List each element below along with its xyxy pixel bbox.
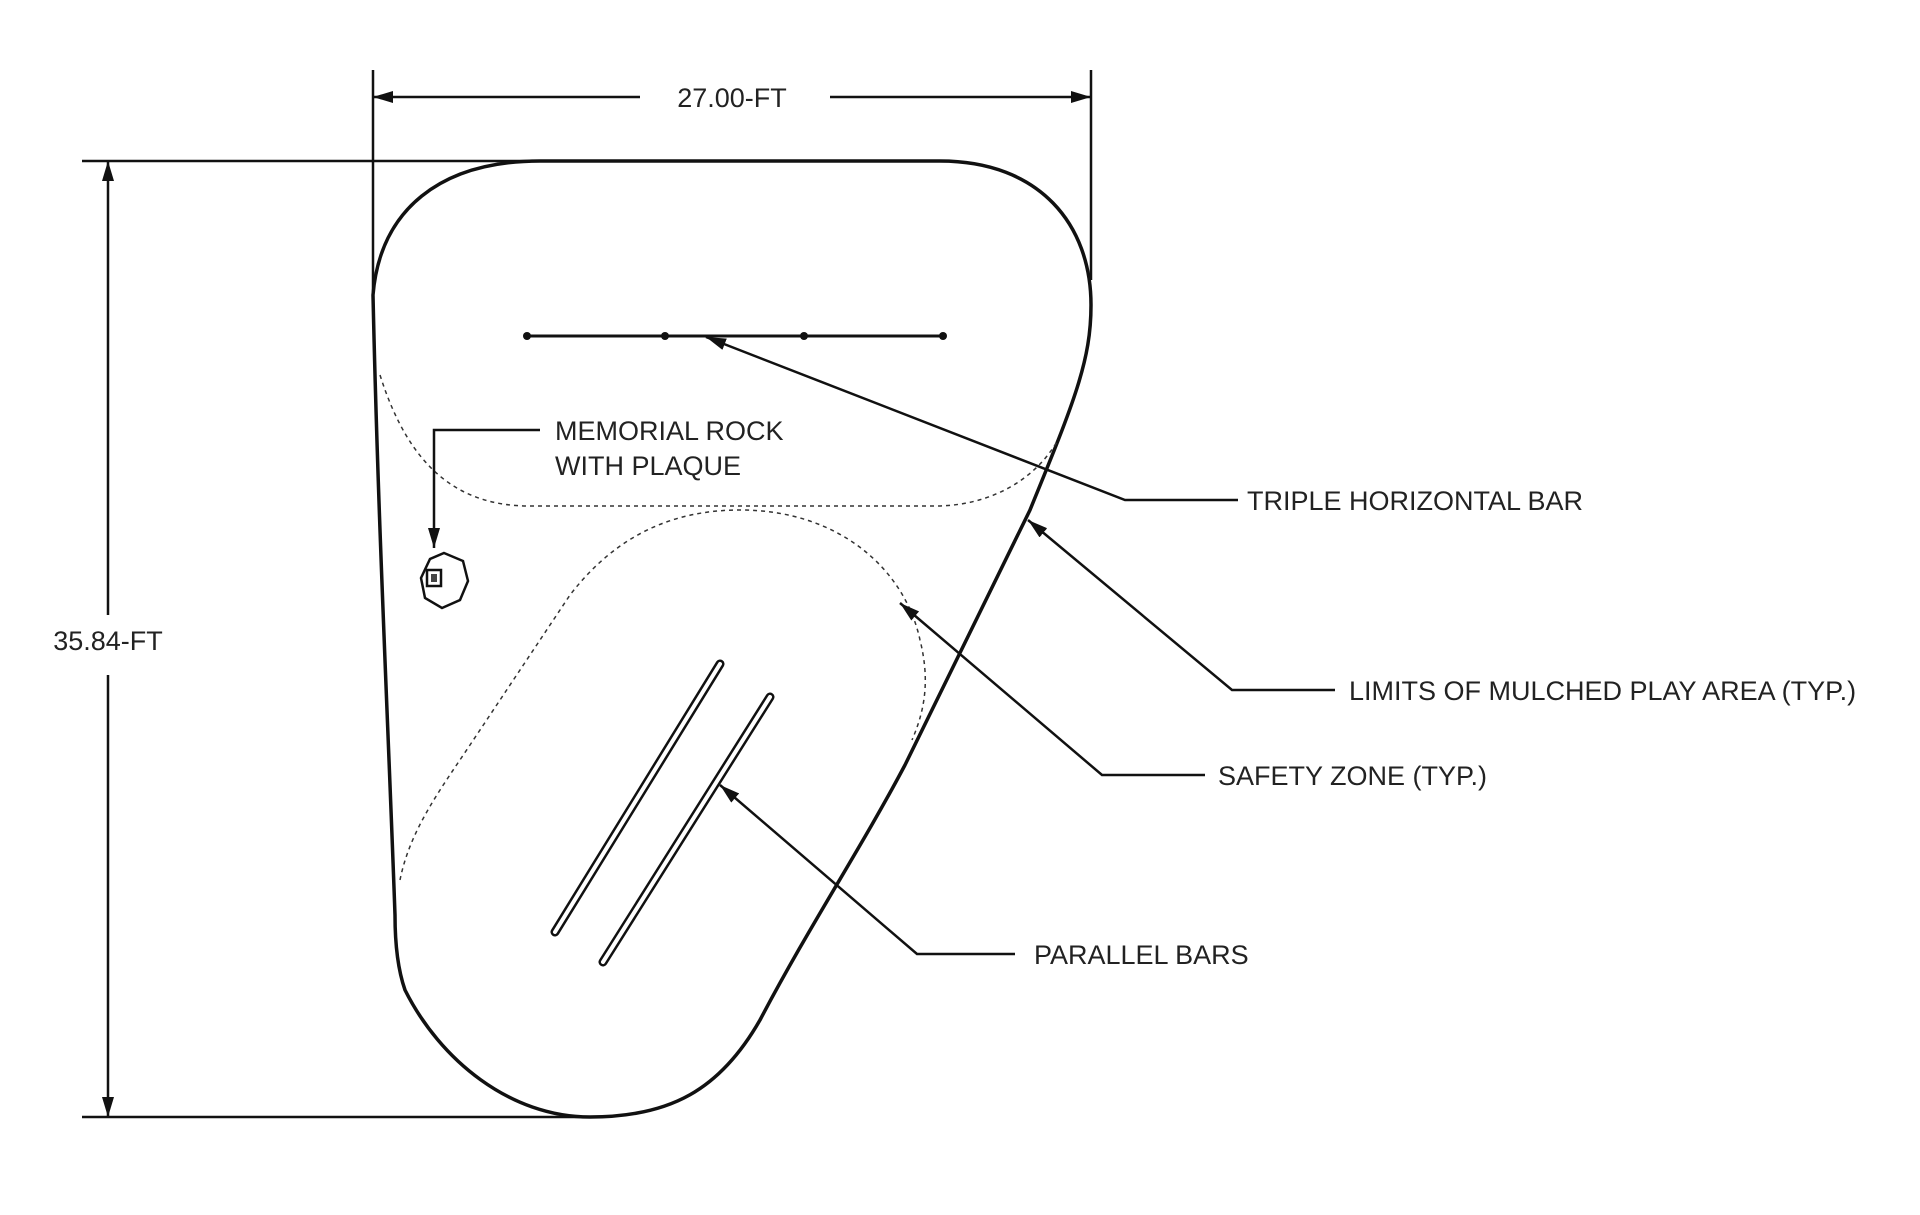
callout-memorial-rock-line2: WITH PLAQUE [555,451,741,481]
callout-memorial-rock-line1: MEMORIAL ROCK [555,416,784,446]
leader-safety-zone [899,602,1205,777]
bar-post [800,332,808,340]
width-dimension-label: 27.00-FT [677,83,787,113]
rock-outline [419,551,470,610]
bar-post [523,332,531,340]
callout-limits-of-mulched-play-area: LIMITS OF MULCHED PLAY AREA (TYP.) [1349,676,1856,706]
callout-safety-zone: SAFETY ZONE (TYP.) [1218,761,1487,791]
bar-post [661,332,669,340]
height-dimension-label: 35.84-FT [53,626,163,656]
bar-post [939,332,947,340]
callout-parallel-bars: PARALLEL BARS [1034,940,1249,970]
width-dimension [371,70,1093,295]
height-dimension [82,159,590,1119]
leader-mulched-play-area [1027,519,1335,692]
mulched-play-area-boundary [371,159,1093,1119]
parallel-bars [550,659,775,967]
callout-triple-horizontal-bar: TRIPLE HORIZONTAL BAR [1247,486,1583,516]
safety-zone-upper [379,374,1059,507]
leader-triple-horizontal-bar [705,335,1238,502]
parallel-bar-inner [553,662,722,934]
memorial-rock [419,551,470,610]
safety-zone-lower [399,509,927,881]
parallel-bar-inner [601,695,772,964]
leader-parallel-bars [719,784,1015,956]
triple-horizontal-bar [523,332,947,340]
leader-memorial-rock [428,428,540,548]
